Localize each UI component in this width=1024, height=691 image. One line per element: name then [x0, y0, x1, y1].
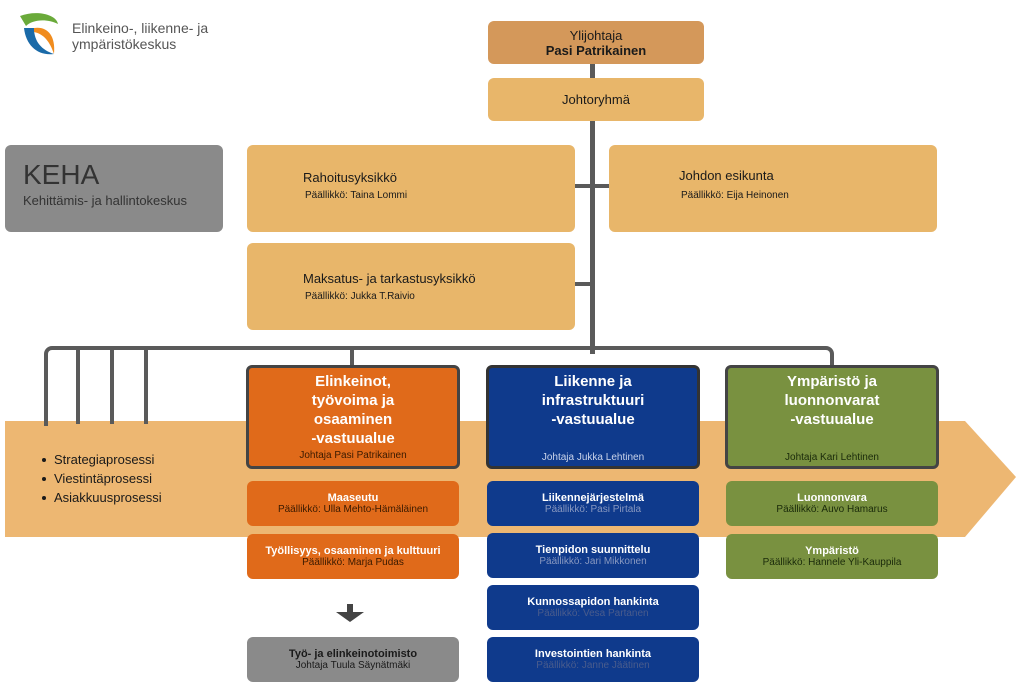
finance-connector [575, 184, 610, 188]
subunit-investoinnit: Investointien hankinta Päällikkö: Janne … [487, 637, 699, 682]
bracket-tick-1 [76, 348, 80, 424]
director-title: Ylijohtaja [569, 27, 623, 43]
payment-connector [575, 282, 592, 286]
keha-box: KEHA Kehittämis- ja hallintokeskus [5, 145, 223, 232]
arrow-down-icon [336, 604, 364, 622]
logo-text-line2: ympäristökeskus [72, 36, 177, 52]
payment-unit-name: Maksatus- ja tarkastusyksikkö [303, 271, 476, 286]
process-item: Strategiaprosessi [42, 450, 162, 469]
ely-logo-icon [20, 13, 58, 55]
area-elinkeinot-box: Elinkeinot, työvoima ja osaaminen -vastu… [246, 365, 460, 469]
finance-unit-box: Rahoitusyksikkö Päällikkö: Taina Lommi [247, 145, 575, 232]
subunit-liikennejarjestelma: Liikennejärjestelmä Päällikkö: Pasi Pirt… [487, 481, 699, 526]
process-item: Asiakkuusprosessi [42, 490, 162, 505]
bracket-tick-3 [144, 348, 148, 424]
subunit-luonnonvara: Luonnonvara Päällikkö: Auvo Hamarus [726, 481, 938, 526]
director-name: Pasi Patrikainen [545, 42, 647, 58]
staff-unit-box: Johdon esikunta Päällikkö: Eija Heinonen [609, 145, 937, 232]
area-drop-elinkeinot [350, 348, 354, 368]
logo-text-line1: Elinkeino-, liikenne- ja [72, 20, 209, 36]
area-liikenne-title: Liikenne ja infrastruktuuri -vastuualue [541, 373, 645, 428]
subunit-kunnossapito: Kunnossapidon hankinta Päällikkö: Vesa P… [487, 585, 699, 630]
subunit-tienpito: Tienpidon suunnittelu Päällikkö: Jari Mi… [487, 533, 699, 578]
area-liikenne-head: Johtaja Jukka Lehtinen [541, 452, 645, 463]
bracket-tick-2 [110, 348, 114, 424]
subunit-ymparisto: Ympäristö Päällikkö: Hannele Yli-Kauppil… [726, 534, 938, 579]
payment-unit-manager: Päällikkö: Jukka T.Raivio [305, 291, 415, 302]
process-item: Viestintäprosessi [42, 469, 162, 488]
staff-unit-name: Johdon esikunta [679, 168, 774, 183]
process-list: Strategiaprosessi Viestintäprosessi Asia… [38, 450, 162, 507]
subunit-maaseutu: Maaseutu Päällikkö: Ulla Mehto-Hämäläine… [247, 481, 459, 526]
area-ymparisto-title: Ympäristö ja luonnonvarat -vastuualue [784, 373, 880, 428]
area-ymparisto-box: Ympäristö ja luonnonvarat -vastuualue Jo… [725, 365, 939, 469]
subunit-tyollisyys: Työllisyys, osaaminen ja kulttuuri Pääll… [247, 534, 459, 579]
finance-unit-manager: Päällikkö: Taina Lommi [305, 190, 408, 201]
finance-unit-name: Rahoitusyksikkö [303, 170, 397, 185]
management-group-label: Johtoryhmä [562, 92, 630, 107]
main-vertical-line [590, 62, 595, 354]
office-box: Työ- ja elinkeinotoimisto Johtaja Tuula … [247, 637, 459, 682]
area-elinkeinot-title: Elinkeinot, työvoima ja osaaminen -vastu… [311, 373, 395, 447]
area-elinkeinot-head: Johtaja Pasi Patrikainen [299, 450, 407, 461]
logo: Elinkeino-, liikenne- ja ympäristökeskus [14, 8, 234, 60]
keha-abbr: KEHA [23, 159, 100, 190]
director-box: Ylijohtaja Pasi Patrikainen [488, 21, 704, 64]
area-liikenne-box: Liikenne ja infrastruktuuri -vastuualue … [486, 365, 700, 469]
staff-unit-manager: Päällikkö: Eija Heinonen [681, 190, 789, 201]
keha-full-name: Kehittämis- ja hallintokeskus [23, 193, 188, 208]
area-ymparisto-head: Johtaja Kari Lehtinen [785, 452, 879, 463]
payment-unit-box: Maksatus- ja tarkastusyksikkö Päällikkö:… [247, 243, 575, 330]
management-group-box: Johtoryhmä [488, 78, 704, 121]
